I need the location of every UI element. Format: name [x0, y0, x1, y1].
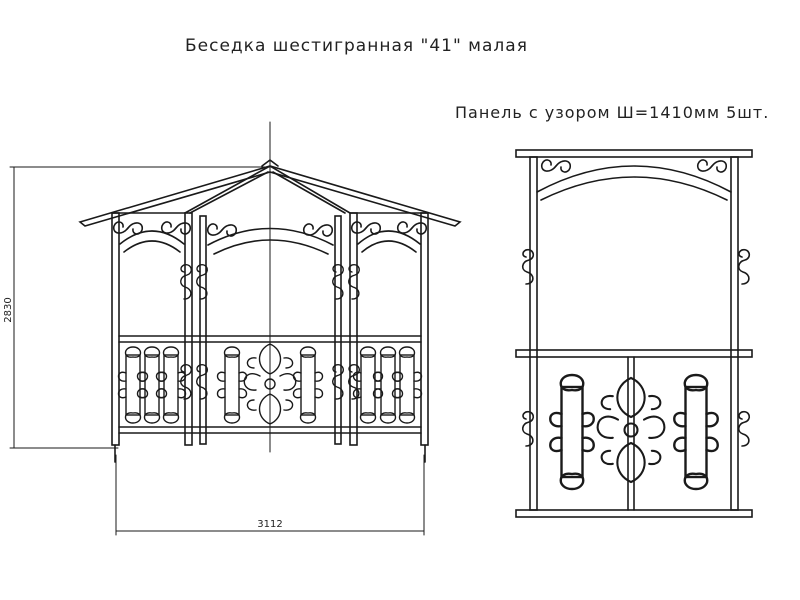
panel-left-post: [529, 156, 538, 511]
panel-bottom-plate: [515, 509, 753, 518]
width-dimension-label: 3112: [257, 519, 282, 530]
height-dimension: [9, 166, 271, 449]
drawing-title: Беседка шестигранная "41" малая: [185, 36, 528, 56]
panel-middle-rail: [515, 349, 753, 358]
gazebo-front-view: 2830 3112: [3, 121, 462, 536]
panel-ornaments: [521, 248, 751, 491]
panel-elevation: [515, 149, 753, 518]
panel-caption: Панель с узором Ш=1410мм 5шт.: [455, 103, 770, 122]
gazebo-arches: [112, 221, 428, 255]
height-dimension-label: 2830: [3, 297, 14, 322]
panel-top-plate: [515, 149, 753, 158]
gazebo-posts: [111, 212, 429, 463]
gazebo-roof: [78, 159, 462, 227]
panel-right-post: [730, 156, 739, 511]
width-dimension: [115, 454, 425, 536]
panel-arch: [536, 165, 732, 193]
gazebo-railing: [118, 335, 422, 434]
